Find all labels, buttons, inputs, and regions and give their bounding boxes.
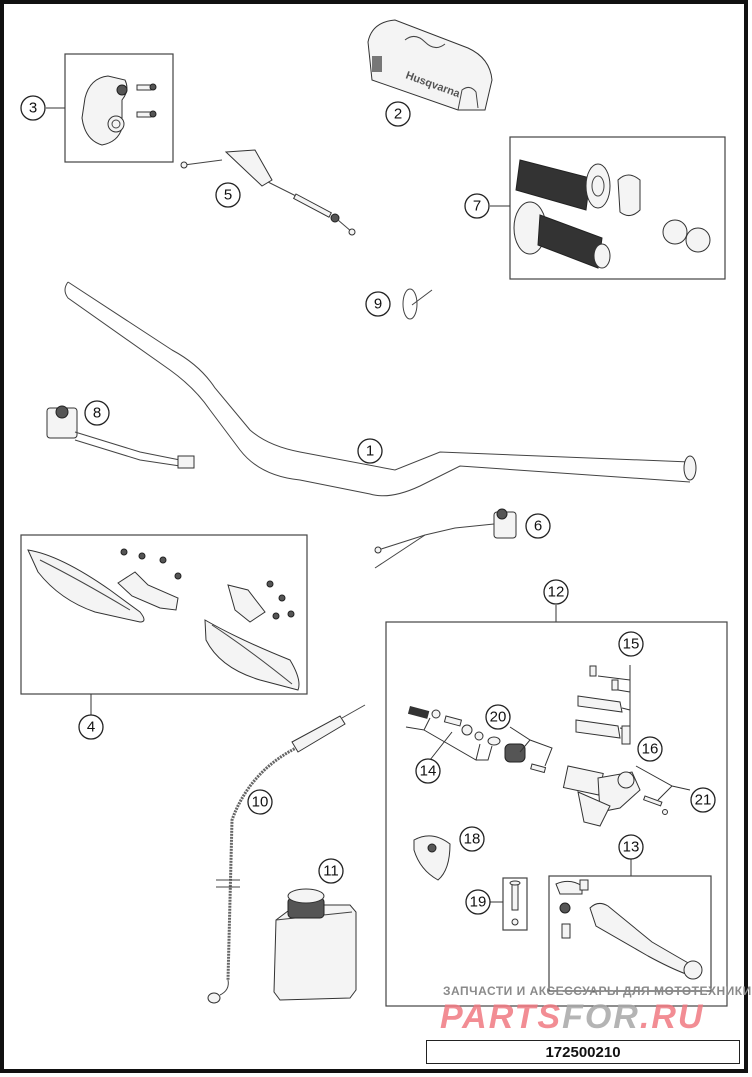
- svg-text:13: 13: [623, 839, 640, 856]
- lever-bolt-kit-drawing: [509, 880, 521, 926]
- svg-text:10: 10: [252, 794, 269, 811]
- clutch-lever-drawing: [555, 879, 703, 980]
- callout-3[interactable]: 3: [20, 95, 46, 121]
- hydraulic-oil-drawing: [273, 888, 357, 1001]
- callout-14[interactable]: 14: [415, 758, 441, 784]
- group-box-grips: [509, 136, 726, 280]
- clutch-line-drawing: [207, 704, 366, 1004]
- master-cylinder-body-drawing: [562, 725, 691, 827]
- callout-18[interactable]: 18: [459, 826, 485, 852]
- handlebar-pad-drawing: Husqvarna: [367, 19, 493, 111]
- watermark-brand: PARTSFOR.RU: [440, 998, 704, 1037]
- svg-text:21: 21: [695, 792, 712, 809]
- callout-8[interactable]: 8: [84, 400, 110, 426]
- handguard-kit-drawing: [27, 548, 300, 691]
- svg-text:19: 19: [470, 894, 487, 911]
- callout-10[interactable]: 10: [247, 789, 273, 815]
- svg-text:7: 7: [473, 198, 481, 215]
- handlebar-clamp-drawing: [81, 75, 157, 146]
- switch-right-drawing: [374, 508, 517, 569]
- group-box-lever-bolt: [502, 877, 528, 931]
- watermark-brand-right: .RU: [639, 998, 705, 1036]
- callout-12[interactable]: 12: [543, 579, 569, 605]
- grip-set-drawing: [513, 159, 711, 269]
- callout-20[interactable]: 20: [485, 704, 511, 730]
- svg-text:14: 14: [420, 763, 437, 780]
- callout-1[interactable]: 1: [357, 438, 383, 464]
- svg-text:11: 11: [323, 863, 339, 880]
- svg-text:2: 2: [394, 106, 402, 123]
- watermark-brand-mid: FOR: [562, 998, 640, 1036]
- group-box-master-cylinder: [385, 621, 728, 1007]
- callout-4[interactable]: 4: [78, 714, 104, 740]
- throttle-cable-drawing: [180, 149, 356, 236]
- svg-text:20: 20: [490, 709, 507, 726]
- piston-kit-drawing: [405, 706, 501, 761]
- svg-text:1: 1: [366, 443, 374, 460]
- svg-text:8: 8: [93, 405, 101, 422]
- watermark-brand-left: PARTS: [440, 998, 563, 1036]
- watermark-tagline: ЗАПЧАСТИ И АКСЕССУАРЫ ДЛЯ МОТОТЕХНИКИ: [443, 984, 752, 998]
- handlebar-drawing: [64, 281, 697, 497]
- svg-text:18: 18: [464, 831, 481, 848]
- callout-7[interactable]: 7: [464, 193, 490, 219]
- switch-left-drawing: [46, 405, 195, 469]
- cable-tie-drawing: [402, 288, 433, 320]
- callout-11[interactable]: 11: [318, 858, 344, 884]
- callout-15[interactable]: 15: [618, 631, 644, 657]
- svg-text:12: 12: [548, 584, 565, 601]
- callout-6[interactable]: 6: [525, 513, 551, 539]
- svg-text:15: 15: [623, 636, 640, 653]
- svg-text:3: 3: [29, 100, 37, 117]
- callout-2[interactable]: 2: [385, 101, 411, 127]
- boot-kit-drawing: [504, 726, 553, 774]
- callout-13[interactable]: 13: [618, 834, 644, 860]
- callout-19[interactable]: 19: [465, 889, 491, 915]
- callout-21[interactable]: 21: [690, 787, 716, 813]
- svg-text:16: 16: [642, 741, 659, 758]
- callout-16[interactable]: 16: [637, 736, 663, 762]
- svg-text:4: 4: [87, 719, 95, 736]
- svg-text:9: 9: [374, 296, 382, 313]
- svg-text:6: 6: [534, 518, 542, 535]
- group-box-handguards: [20, 534, 308, 695]
- diagram-part-number: 172500210: [426, 1040, 740, 1064]
- callout-9[interactable]: 9: [365, 291, 391, 317]
- protection-cap-drawing: [413, 835, 451, 881]
- callout-5[interactable]: 5: [215, 182, 241, 208]
- svg-text:5: 5: [224, 187, 232, 204]
- group-box-clutch-lever: [548, 875, 712, 992]
